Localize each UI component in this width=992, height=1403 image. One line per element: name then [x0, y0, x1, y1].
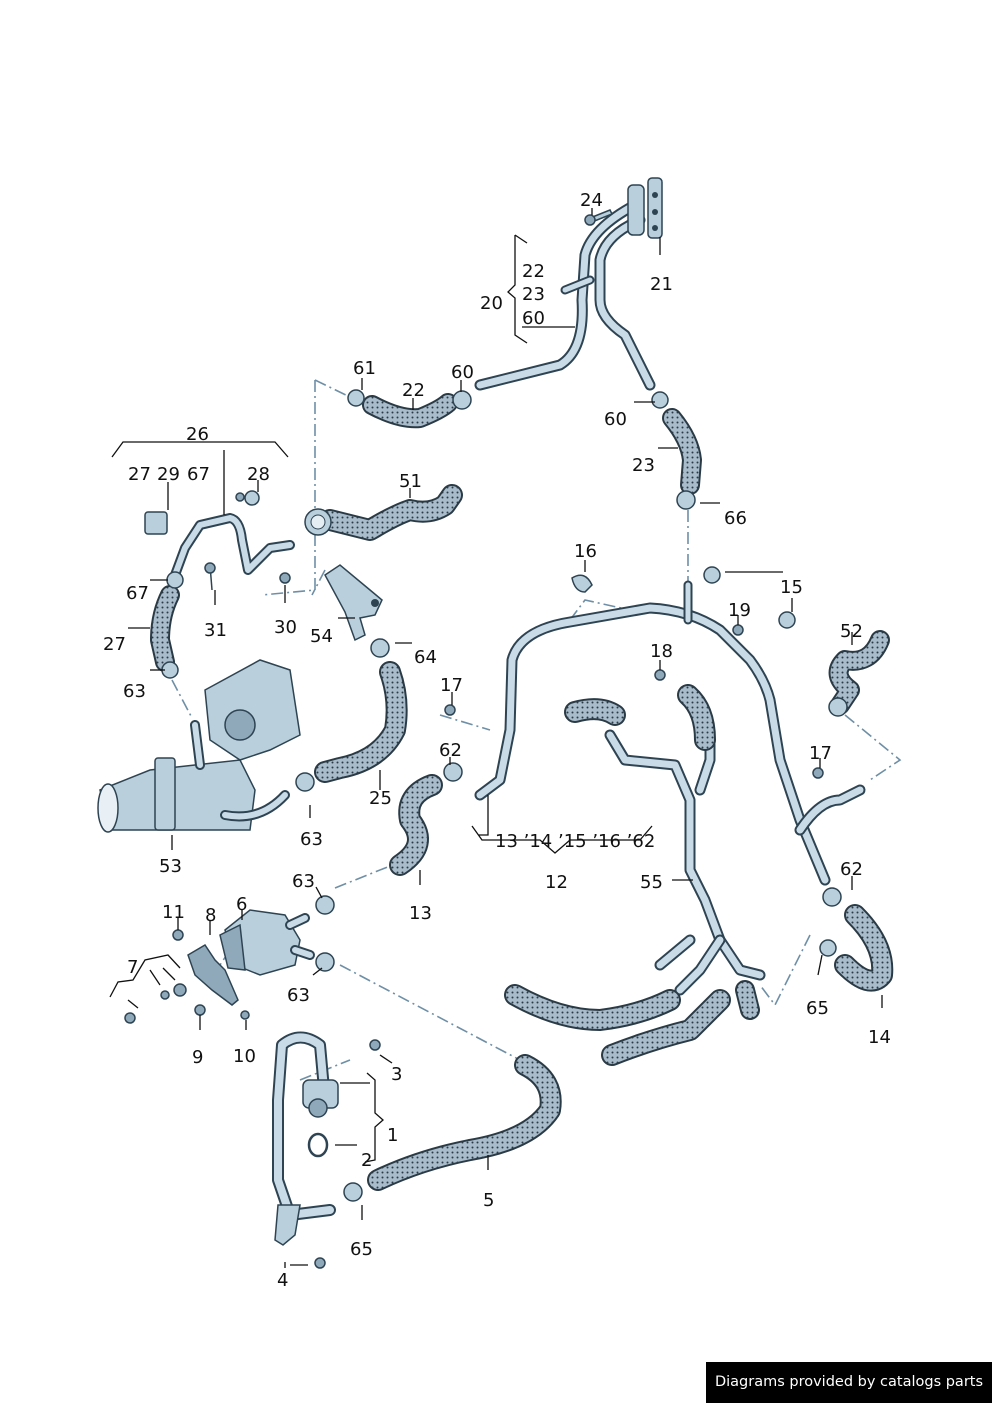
callout-63-left: 63: [123, 681, 146, 702]
callout-31: 31: [204, 620, 227, 641]
callout-24: 24: [580, 190, 603, 211]
bracket-8: [187, 943, 239, 1006]
hose-51: [304, 484, 463, 541]
callout-11: 11: [162, 902, 185, 923]
callout-60-right: 60: [604, 409, 627, 430]
callout-5: 5: [483, 1190, 494, 1211]
bracket-21: [627, 177, 663, 239]
callout-20: 20: [480, 293, 503, 314]
callout-64: 64: [414, 647, 437, 668]
callout-14: 14: [868, 1027, 891, 1048]
pipe-12: [474, 580, 866, 886]
callout-18: 18: [650, 641, 673, 662]
diagram-credit-banner: Diagrams provided by catalogs parts: [706, 1362, 992, 1403]
callout-66: 66: [724, 508, 747, 529]
pipe-55: [604, 729, 766, 996]
callout-26: 26: [186, 424, 209, 445]
callout-65-bottom: 65: [350, 1239, 373, 1260]
callout-61: 61: [353, 358, 376, 379]
clip-29: [144, 511, 168, 535]
callout-4: 4: [277, 1270, 288, 1291]
callout-62-mid: 62: [439, 740, 462, 761]
hose-27: [150, 585, 180, 672]
callout-23: 23: [632, 455, 655, 476]
callout-12-group: 13 ’14 ’15 ’16 ’62: [495, 831, 655, 852]
callout-19: 19: [728, 600, 751, 621]
callout-25: 25: [369, 788, 392, 809]
callout-67-top: 67: [187, 464, 210, 485]
callout-54: 54: [310, 626, 333, 647]
leader-lines: [109, 208, 883, 1268]
callout-53: 53: [159, 856, 182, 877]
callout-7: 7: [127, 957, 138, 978]
callout-3: 3: [391, 1064, 402, 1085]
callout-17-left: 17: [440, 675, 463, 696]
callout-62-right: 62: [840, 859, 863, 880]
flange-54: [324, 564, 383, 642]
egr-cooler-53: [97, 659, 301, 833]
callout-51: 51: [399, 471, 422, 492]
callout-20-sub-60: 60: [522, 308, 545, 329]
hose-55-branches: [504, 684, 760, 1066]
callout-6: 6: [236, 894, 247, 915]
callout-16: 16: [574, 541, 597, 562]
callout-22: 22: [402, 380, 425, 401]
callout-27: 27: [103, 634, 126, 655]
callout-21: 21: [650, 274, 673, 295]
callout-2: 2: [361, 1150, 372, 1171]
callout-17-right: 17: [809, 743, 832, 764]
callout-67: 67: [126, 583, 149, 604]
callout-27-top: 27: [128, 464, 151, 485]
hose-5: [367, 1054, 562, 1191]
callout-13: 13: [409, 903, 432, 924]
hose-25: [314, 661, 408, 783]
hose-13: [389, 774, 443, 876]
callout-63-mid: 63: [300, 829, 323, 850]
bracket-16: [571, 574, 593, 593]
callout-20-sub-22: 22: [522, 261, 545, 282]
pipe-26: [170, 513, 295, 580]
callout-63-pump-bottom: 63: [287, 985, 310, 1006]
callout-8: 8: [205, 905, 216, 926]
hose-23: [662, 408, 702, 495]
assembly-lines: [171, 179, 902, 1081]
hose-52: [828, 630, 890, 717]
pipe-20: [474, 199, 656, 391]
callout-29: 29: [157, 464, 180, 485]
hose-14: [834, 904, 894, 992]
callout-10: 10: [233, 1046, 256, 1067]
callout-12: 12: [545, 872, 568, 893]
callout-20-sub-23: 23: [522, 284, 545, 305]
callout-30: 30: [274, 617, 297, 638]
pump-6: [219, 909, 315, 976]
hose-22: [362, 393, 458, 429]
pipe-1: [272, 1031, 339, 1246]
callout-1: 1: [387, 1125, 398, 1146]
callout-65-right: 65: [806, 998, 829, 1019]
hose-clamps: [161, 389, 842, 1202]
callout-63-pump-top: 63: [292, 871, 315, 892]
callout-15: 15: [780, 577, 803, 598]
bolts: [124, 209, 824, 1269]
callout-28: 28: [247, 464, 270, 485]
callout-9: 9: [192, 1047, 203, 1068]
callout-labels: 24 21 20 22 23 60 61 22 60 60 23 66 26 2…: [103, 190, 891, 1291]
callout-60-upper: 60: [451, 362, 474, 383]
callout-55: 55: [640, 872, 663, 893]
callout-52: 52: [840, 621, 863, 642]
